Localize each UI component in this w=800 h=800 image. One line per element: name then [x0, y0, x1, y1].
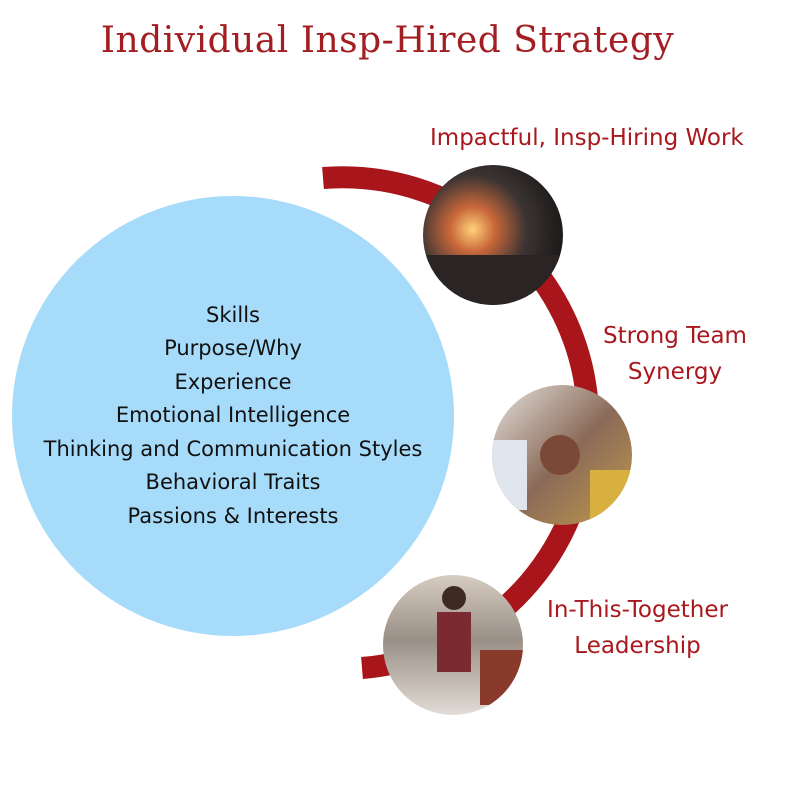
- core-item: Thinking and Communication Styles: [43, 436, 423, 461]
- outcome-label-work: Impactful, Insp-Hiring Work: [430, 125, 744, 151]
- core-attributes-circle: Skills Purpose/Why Experience Emotional …: [12, 196, 454, 636]
- label-line: Leadership: [574, 633, 701, 659]
- label-line: Synergy: [627, 359, 723, 385]
- label-line: In-This-Together: [547, 597, 728, 623]
- diagram-title: Individual Insp-Hired Strategy: [100, 20, 675, 61]
- core-item: Emotional Intelligence: [115, 403, 351, 428]
- label-line: Strong Team: [603, 323, 747, 349]
- core-item: Purpose/Why: [164, 336, 302, 361]
- outcome-label-synergy: Strong Team Synergy: [590, 318, 760, 390]
- core-item: Passions & Interests: [127, 503, 339, 528]
- core-item: Skills: [206, 302, 260, 327]
- core-item: Behavioral Traits: [145, 470, 321, 495]
- team-hands-together-photo: [492, 385, 632, 525]
- core-item: Experience: [174, 369, 292, 394]
- outcome-label-leadership: In-This-Together Leadership: [530, 592, 745, 664]
